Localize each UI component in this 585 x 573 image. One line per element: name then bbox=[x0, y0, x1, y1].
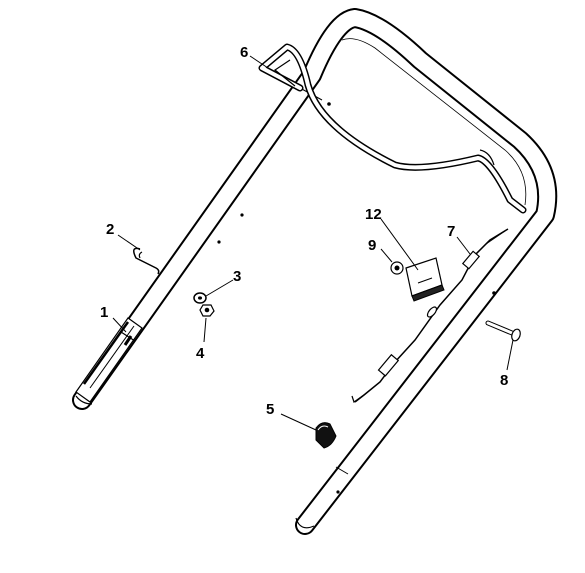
callout-1: 1 bbox=[100, 304, 108, 321]
leader-lines bbox=[112, 55, 514, 431]
callout-6: 6 bbox=[240, 44, 248, 61]
cable-clamp bbox=[315, 422, 337, 449]
callout-9: 9 bbox=[368, 237, 376, 254]
callout-5: 5 bbox=[266, 401, 274, 418]
callout-labels: 6 2 1 3 4 5 12 9 7 8 bbox=[100, 44, 508, 418]
small-nut bbox=[390, 261, 404, 275]
lower-handle-right bbox=[295, 517, 315, 529]
washer bbox=[193, 292, 207, 304]
cable-bracket bbox=[405, 257, 445, 302]
callout-4: 4 bbox=[196, 345, 205, 362]
callout-3: 3 bbox=[233, 268, 241, 285]
nut bbox=[199, 304, 215, 317]
callout-2: 2 bbox=[106, 221, 114, 238]
upper-handle-tube bbox=[72, 8, 558, 535]
callout-8: 8 bbox=[500, 372, 508, 389]
callout-7: 7 bbox=[447, 223, 455, 240]
lower-handle-left bbox=[75, 317, 143, 405]
control-cable bbox=[351, 228, 509, 403]
bolt bbox=[485, 320, 521, 342]
cable-clip-hook bbox=[133, 247, 160, 275]
callout-12: 12 bbox=[365, 206, 382, 223]
control-bail bbox=[258, 43, 527, 214]
